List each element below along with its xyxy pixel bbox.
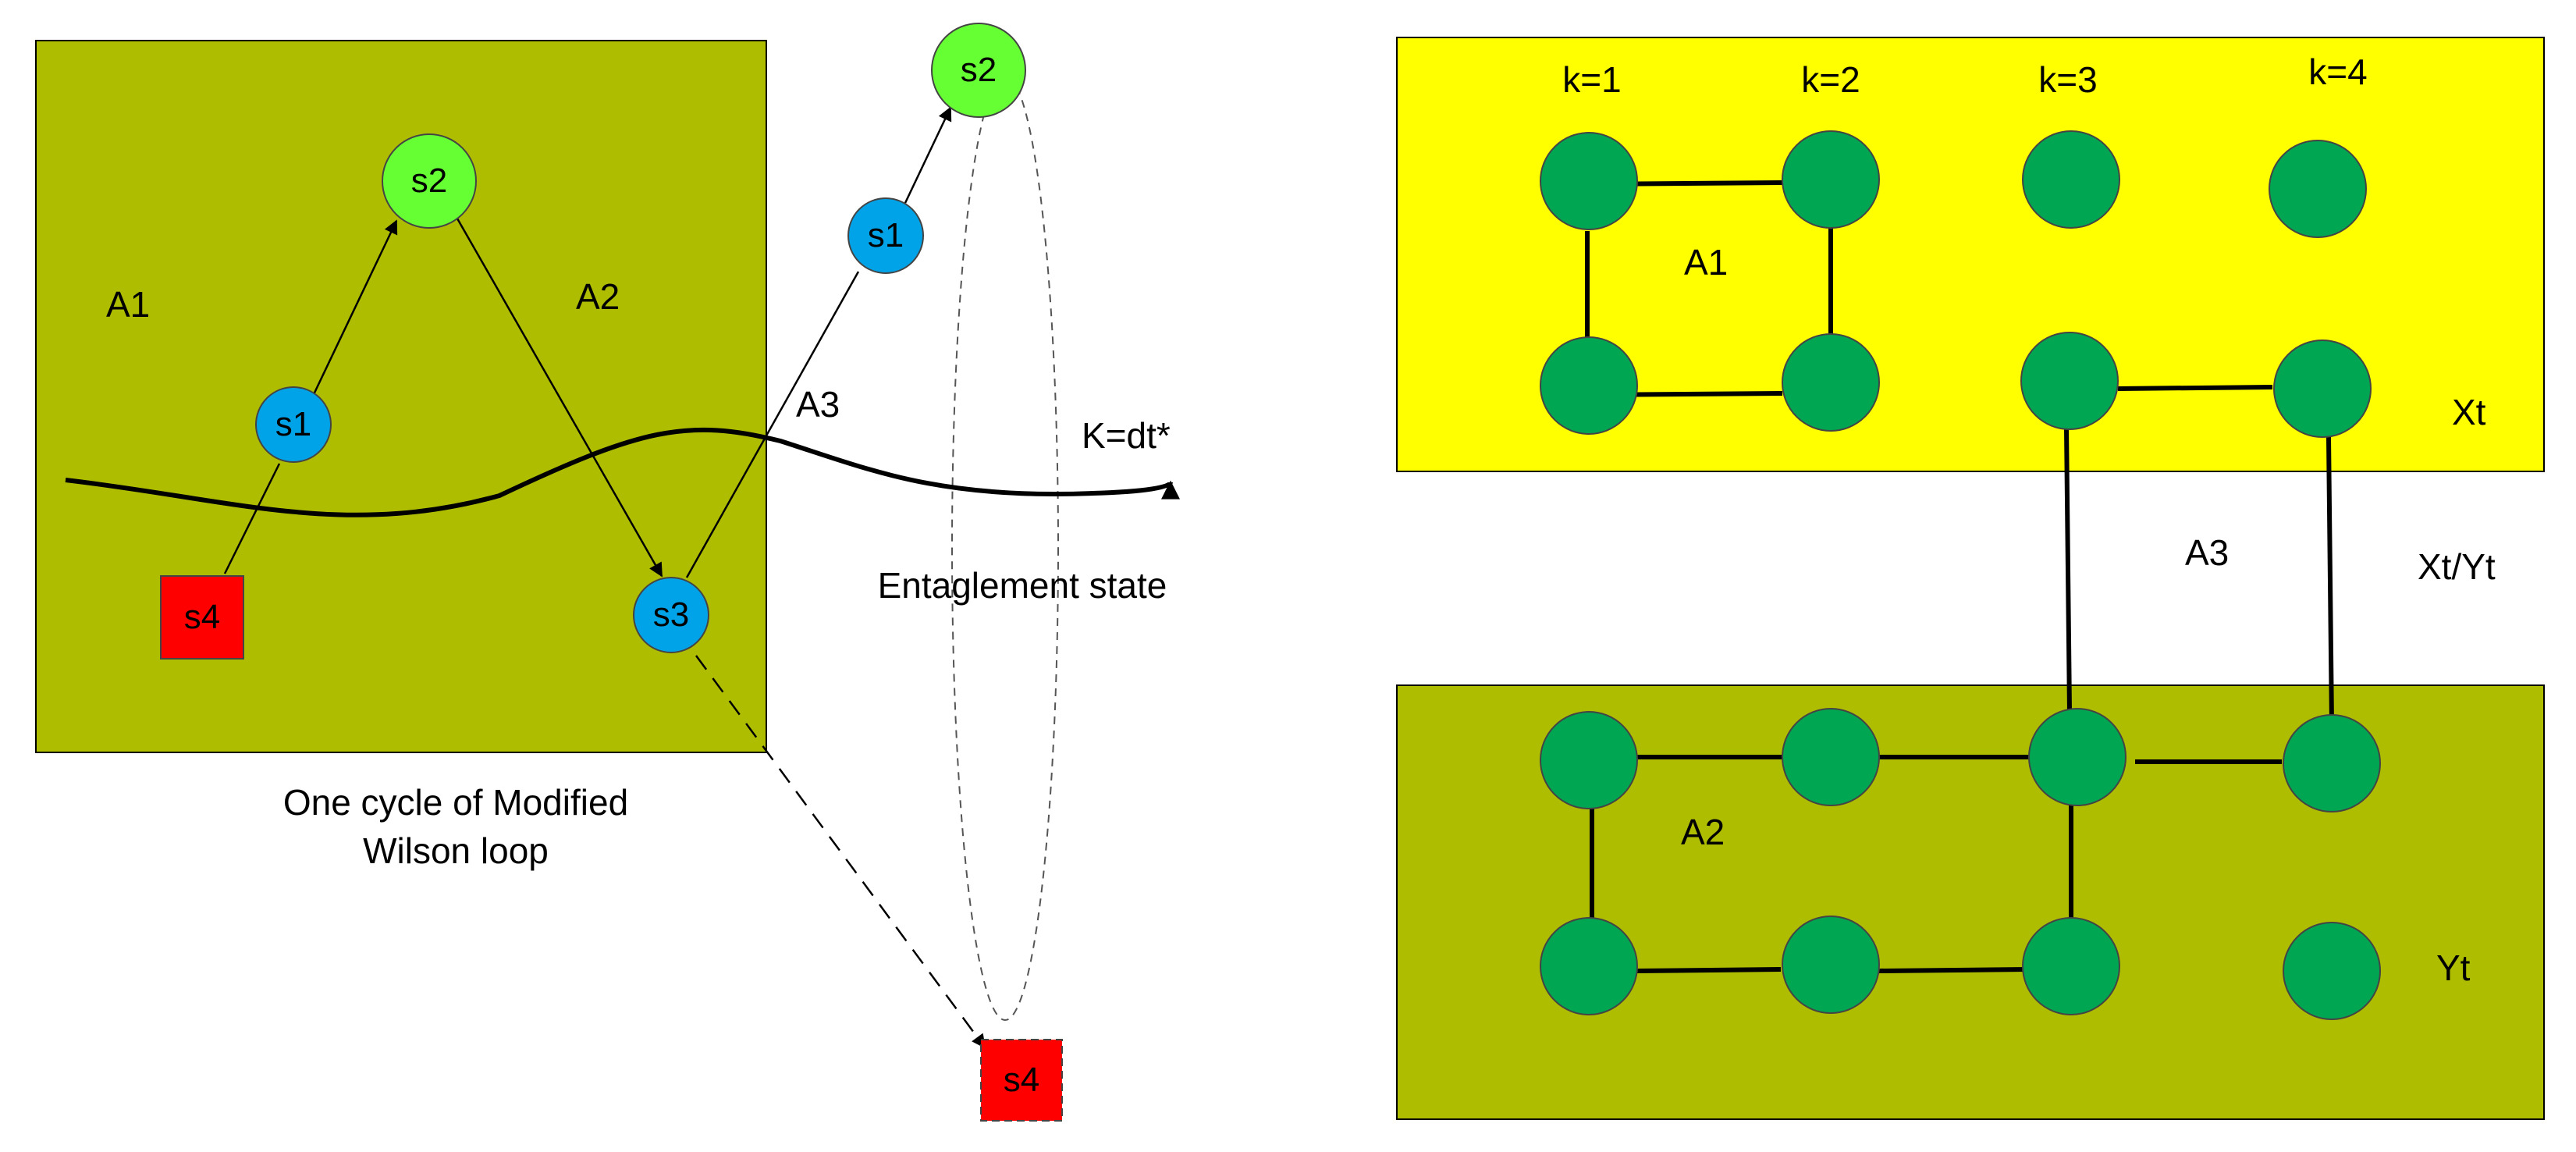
node-bot-k1-r2 xyxy=(1540,917,1638,1015)
entanglement-ellipse xyxy=(951,75,1059,1021)
edge-top-5 xyxy=(2117,385,2273,391)
arrow-s2-s3 xyxy=(456,218,663,578)
caption-line-1: One cycle of Modified xyxy=(283,782,628,823)
node-s4-entangled-label: s4 xyxy=(1004,1061,1039,1099)
node-top-k4-r2 xyxy=(2273,340,2372,438)
node-s1-left-label: s1 xyxy=(275,405,311,443)
node-s4-left-label: s4 xyxy=(184,598,220,636)
node-top-k3-r2 xyxy=(2020,332,2119,430)
region-a2-right: A2 xyxy=(1681,812,1725,852)
node-s1-left xyxy=(255,386,332,463)
k-label-4: k=4 xyxy=(2308,52,2367,92)
edge-bot-4 xyxy=(1636,967,1782,973)
node-bot-k2-r1 xyxy=(1782,708,1880,806)
node-bot-k3-r1 xyxy=(2028,708,2127,806)
arrow-s1-s2 xyxy=(307,219,398,407)
k-label-3: k=3 xyxy=(2038,59,2097,100)
node-bot-k1-r1 xyxy=(1540,711,1638,809)
node-top-k1-r1 xyxy=(1540,132,1638,230)
wave-label: K=dt* xyxy=(1082,415,1171,456)
edge-connector-k3 xyxy=(2064,427,2072,713)
label-xt: Xt xyxy=(2452,392,2486,432)
node-s2-left xyxy=(382,133,477,229)
k-label-2: k=2 xyxy=(1801,59,1860,100)
node-top-k1-r2 xyxy=(1540,336,1638,435)
node-top-k2-r1 xyxy=(1782,130,1880,229)
region-a2-left: A2 xyxy=(576,276,620,317)
node-s1-upper-label: s1 xyxy=(868,216,904,254)
node-top-k4-r1 xyxy=(2269,140,2367,238)
left-diagram: s2 s1 s4 s3 s1 s2 s4 A1 A2 A3 K=dt* Enta… xyxy=(35,23,1180,1122)
node-bot-k4-r2 xyxy=(2283,922,2381,1020)
label-yt: Yt xyxy=(2436,948,2471,988)
region-a1-left: A1 xyxy=(106,284,150,325)
arrow-s3-s4-dashed xyxy=(695,655,986,1049)
region-a3-right: A3 xyxy=(2185,532,2229,573)
arrow-s3-s1 xyxy=(685,271,860,578)
node-bot-k3-r2 xyxy=(2022,917,2120,1015)
edge-connector-k4 xyxy=(2326,436,2334,725)
node-s3-label: s3 xyxy=(653,596,689,634)
node-s2-upper-label: s2 xyxy=(961,51,997,89)
node-s4-left xyxy=(160,575,244,660)
node-top-k2-r2 xyxy=(1782,333,1880,432)
node-s4-entangled xyxy=(980,1039,1063,1122)
right-diagram: k=1 k=2 k=3 k=4 A1 A2 A3 Xt Xt/Yt Yt xyxy=(1396,37,2545,1120)
entanglement-label: Entaglement state xyxy=(878,565,1167,606)
region-a1-right: A1 xyxy=(1684,242,1728,283)
region-a3-left: A3 xyxy=(796,384,840,425)
node-top-k3-r1 xyxy=(2022,130,2120,229)
node-s2-left-label: s2 xyxy=(411,162,447,200)
node-bot-k4-r1 xyxy=(2283,714,2381,812)
node-bot-k2-r2 xyxy=(1782,916,1880,1014)
arrow-s4-s1 xyxy=(223,463,281,574)
node-s2-upper xyxy=(931,23,1026,118)
k-label-1: k=1 xyxy=(1562,59,1621,100)
caption-line-2: Wilson loop xyxy=(363,830,549,871)
wave-arrow xyxy=(65,427,1180,517)
node-s1-upper xyxy=(847,197,924,274)
label-xt-yt: Xt/Yt xyxy=(2418,546,2496,587)
edge-bot-5 xyxy=(1878,967,2028,973)
node-s3 xyxy=(633,577,709,653)
arrow-s1-s2-upper xyxy=(904,106,952,204)
